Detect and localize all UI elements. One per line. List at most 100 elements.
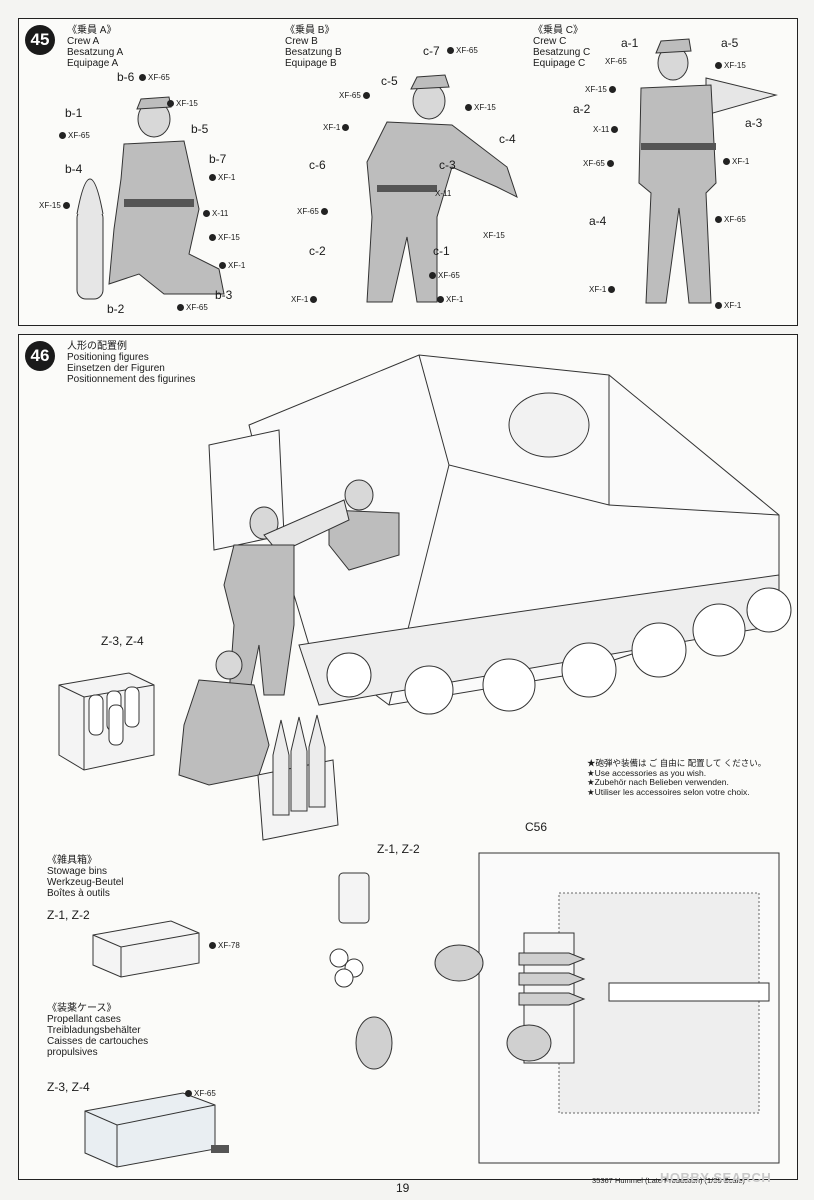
part-b-1: b-1 [65, 106, 83, 120]
paint-dot-icon [320, 208, 328, 215]
crew-a-header: 《乗員 A》 Crew A Besatzung A Equipage A [67, 25, 123, 69]
stowage-bins-header: 《雑具箱》 Stowage bins Werkzeug-Beutel Boîte… [47, 855, 124, 899]
vehicle-perspective-drawing [208, 354, 792, 715]
part-a-3: a-3 [745, 116, 763, 130]
paint-stowage-xf78: XF-78 [209, 941, 240, 950]
label-c56: C56 [525, 820, 548, 834]
crew-b-fr: Equipage B [285, 58, 337, 69]
step-46-panel: 46 人形の配置例 Positioning figures Einsetzen … [18, 334, 798, 1180]
paint-dot-icon [608, 86, 616, 93]
accessory-note: ★砲弾や装備は ご 自由に 配置して ください。 ★Use accessorie… [587, 758, 766, 797]
paint-b-xf15-hands: XF-15 [483, 231, 505, 240]
paint-dot-icon [209, 942, 216, 949]
stowage-en: Stowage bins [47, 866, 108, 877]
crew-c-jp: 《乗員 C》 [533, 25, 583, 36]
paint-b-x11: X-11 [435, 189, 452, 198]
stowage-fr: Boîtes à outils [47, 888, 110, 899]
paint-dot-icon [59, 132, 66, 139]
part-b-7: b-7 [209, 152, 227, 166]
part-b-5: b-5 [191, 122, 209, 136]
paint-dot-icon [715, 62, 722, 69]
note-en: ★Use accessories as you wish. [587, 767, 707, 778]
title-fr: Positionnement des figurines [67, 374, 196, 385]
crew-c-header: 《乗員 C》 Crew C Besatzung C Equipage C [533, 25, 590, 69]
paint-dot-icon [185, 1090, 192, 1097]
paint-dot-icon [447, 47, 454, 54]
step-45-panel: 45 《乗員 A》 Crew A Besatzung A Equipage A … [18, 18, 798, 326]
figure-crew-a [76, 96, 225, 300]
part-c-3: c-3 [439, 158, 456, 172]
paint-dot-icon [219, 262, 226, 269]
paint-a-xf65-trousers: XF-65 [177, 303, 208, 312]
note-fr: ★Utiliser les accessoires selon votre ch… [587, 786, 750, 797]
propellant-case-drawing [84, 1092, 229, 1168]
step-number-45: 45 [25, 25, 55, 55]
paint-dot-icon [62, 202, 70, 209]
paint-b-xf1-belt: XF-1 [323, 123, 350, 132]
paint-dot-icon [723, 158, 730, 165]
paint-a-xf15-hand2: XF-15 [209, 233, 240, 242]
stowage-bin-drawing [92, 920, 200, 978]
part-c-4: c-4 [499, 132, 516, 146]
crew-a-jp: 《乗員 A》 [67, 25, 117, 36]
stowage-jp: 《雑具箱》 [47, 855, 97, 866]
crew-b-de: Besatzung B [285, 47, 342, 58]
stowage-parts-label: Z-1, Z-2 [47, 908, 90, 922]
part-a-1: a-1 [621, 36, 639, 50]
paint-c-xf15-hands: XF-15 [585, 85, 616, 94]
paint-b-xf65-cap: XF-65 [447, 46, 478, 55]
paint-b-xf65-tunic: XF-65 [339, 91, 370, 100]
crew-a-de: Besatzung A [67, 47, 124, 58]
paint-dot-icon [139, 74, 146, 81]
crew-a-fr: Equipage A [67, 58, 119, 69]
paint-dot-icon [209, 174, 216, 181]
page-number: 19 [396, 1181, 410, 1195]
part-b-4: b-4 [65, 162, 83, 176]
part-c-5: c-5 [381, 74, 398, 88]
title-en: Positioning figures [67, 352, 149, 363]
paint-a-xf1-boot: XF-1 [219, 261, 245, 270]
paint-b-xf1-boot-r: XF-1 [437, 295, 463, 304]
crew-c-fr: Equipage C [533, 58, 586, 69]
propellant-fr2: propulsives [47, 1047, 98, 1058]
paint-a-xf15-hand: XF-15 [39, 201, 70, 210]
paint-dot-icon [342, 124, 350, 131]
paint-c-xf1-belt: XF-1 [723, 157, 749, 166]
paint-dot-icon [203, 210, 210, 217]
step-number-46: 46 [25, 341, 55, 371]
propellant-fr: Caisses de cartouches [47, 1036, 149, 1047]
paint-a-xf65-cap: XF-65 [139, 73, 170, 82]
watermark: HOBBY SEARCH [660, 1170, 772, 1185]
paint-c-x11: X-11 [593, 125, 619, 134]
paint-b-xf15-face: XF-15 [465, 103, 496, 112]
paint-propellant-xf65: XF-65 [185, 1089, 216, 1098]
paint-dot-icon [608, 286, 616, 293]
part-c-6: c-6 [309, 158, 326, 172]
propellant-cases-drawing [58, 672, 155, 771]
vehicle-top-view [329, 852, 780, 1164]
paint-c-xf1-boot-l: XF-1 [589, 285, 616, 294]
paint-dot-icon [362, 92, 370, 99]
paint-dot-icon [437, 296, 444, 303]
part-a-5: a-5 [721, 36, 739, 50]
shell-stack-drawing [257, 714, 339, 841]
footer-code: 35367 Hummel (Late Production) (1/35 Sca… [592, 1176, 745, 1185]
paint-dot-icon [606, 160, 614, 167]
paint-c-xf1-boot-r: XF-1 [715, 301, 741, 310]
paint-b-xf65-leg: XF-65 [429, 271, 460, 280]
propellant-de: Treibladungsbehälter [47, 1025, 141, 1036]
crew-a-en: Crew A [67, 36, 100, 47]
figure-crew-c [638, 38, 778, 304]
label-z3-z4: Z-3, Z-4 [101, 634, 144, 648]
stowage-de: Werkzeug-Beutel [47, 877, 124, 888]
paint-dot-icon [611, 126, 619, 133]
crew-b-header: 《乗員 B》 Crew B Besatzung B Equipage B [285, 25, 342, 69]
crew-c-en: Crew C [533, 36, 567, 47]
part-c-7: c-7 [423, 44, 440, 58]
propellant-header: 《装薬ケース》 Propellant cases Treibladungsbeh… [47, 1003, 148, 1058]
title-de: Einsetzen der Figuren [67, 363, 165, 374]
paint-c-xf15-face: XF-15 [715, 61, 746, 70]
propellant-en: Propellant cases [47, 1014, 121, 1025]
crew-b-jp: 《乗員 B》 [285, 25, 335, 36]
paint-dot-icon [429, 272, 436, 279]
